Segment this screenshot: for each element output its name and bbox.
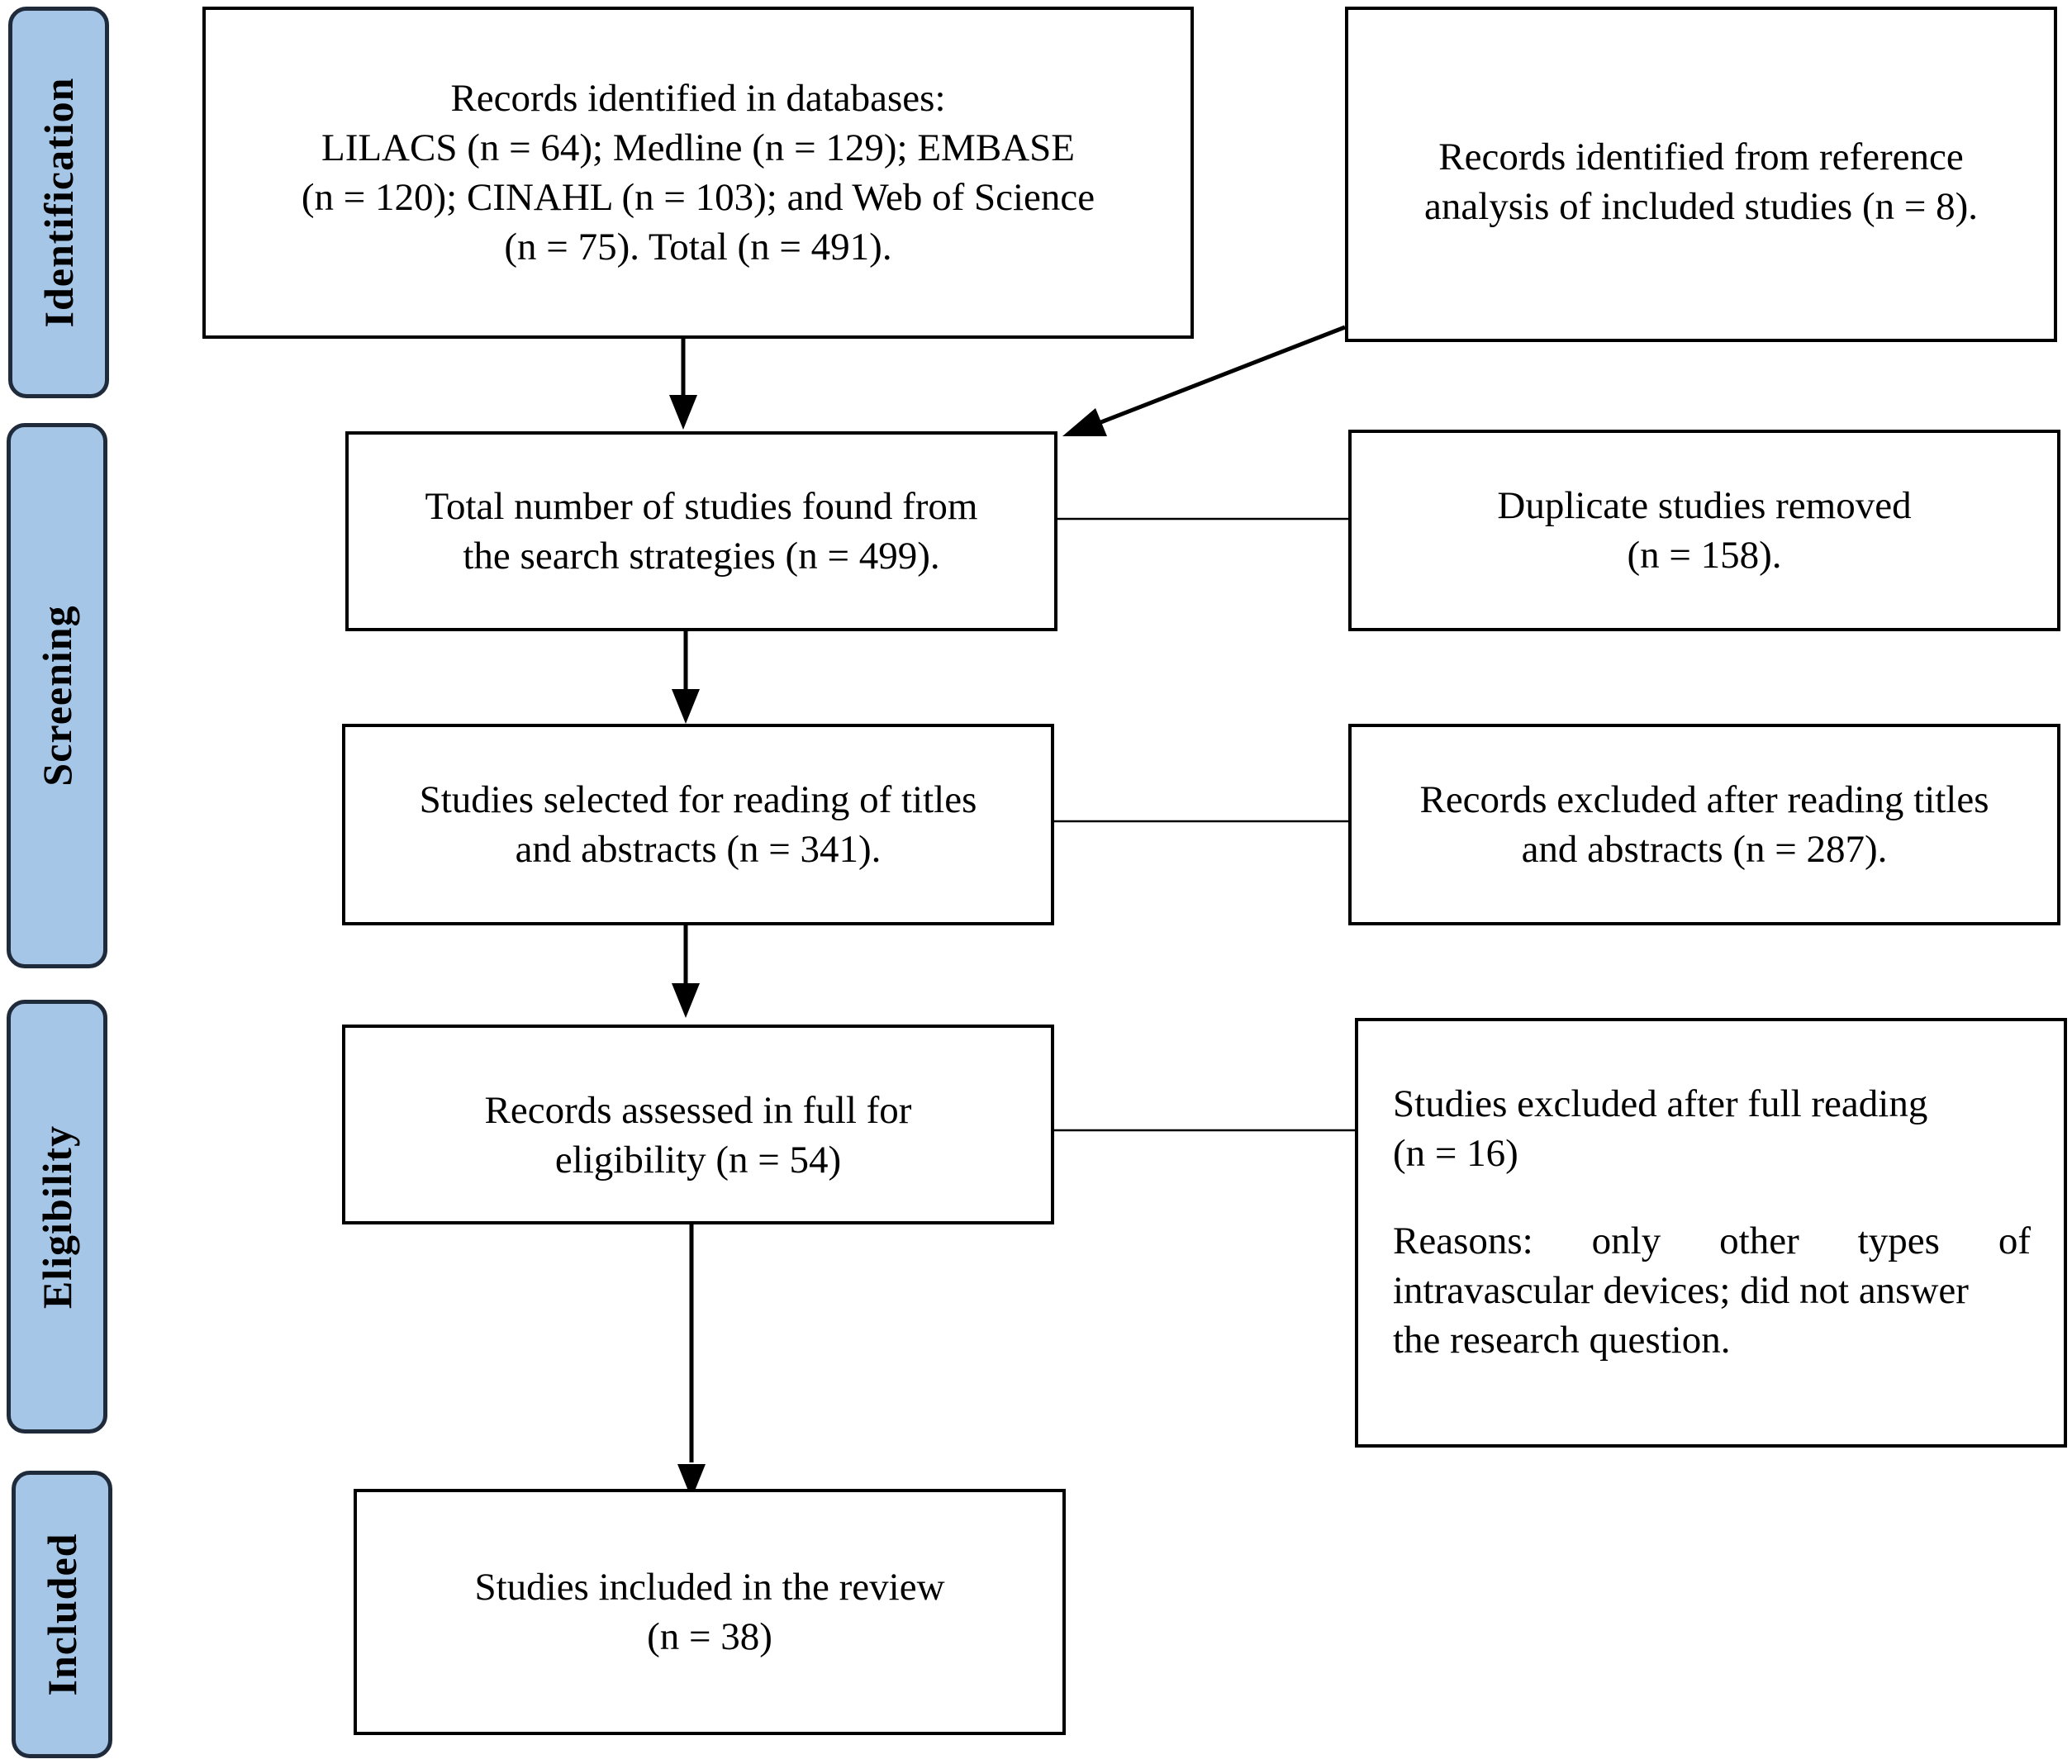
assessed-line-2: eligibility (n = 54) — [554, 1139, 842, 1182]
databases-line-1: Records identified in databases: — [450, 77, 946, 120]
phase-screening: Screening — [7, 423, 107, 968]
excluded-titles-line-1: Records excluded after reading titles — [1419, 778, 1989, 821]
arrowhead-selected-to-assessed — [672, 983, 700, 1018]
reference-line-2: analysis of included studies (n = 8). — [1423, 185, 1979, 228]
duplicates-line-2: (n = 158). — [1627, 534, 1782, 577]
excluded-full-spacer — [1393, 1178, 2031, 1216]
excluded-full-reasons-line-3: the research question. — [1393, 1319, 1731, 1362]
assessed-line-1: Records assessed in full for — [484, 1089, 912, 1132]
databases-line-4: (n = 75). Total (n = 491). — [504, 226, 892, 269]
total-line-2: the search strategies (n = 499). — [463, 535, 940, 578]
box-records-excluded-titles: Records excluded after reading titles an… — [1348, 724, 2060, 925]
phase-eligibility: Eligibility — [7, 1000, 107, 1434]
phase-identification: Identification — [8, 7, 109, 398]
box-total-studies-found: Total number of studies found from the s… — [345, 431, 1057, 631]
excluded-titles-line-2: and abstracts (n = 287). — [1521, 828, 1888, 871]
included-line-2: (n = 38) — [647, 1615, 772, 1658]
box-studies-selected-titles: Studies selected for reading of titles a… — [342, 724, 1054, 925]
excluded-full-line-1: Studies excluded after full reading — [1393, 1082, 1928, 1125]
box-studies-excluded-full: Studies excluded after full reading (n =… — [1355, 1018, 2067, 1448]
selected-line-2: and abstracts (n = 341). — [515, 828, 882, 871]
excluded-full-reasons-line-2: intravascular devices; did not answer — [1393, 1269, 1969, 1312]
databases-line-2: LILACS (n = 64); Medline (n = 129); EMBA… — [321, 126, 1075, 169]
excluded-full-reasons-line-1: Reasons: only other types of — [1393, 1220, 2031, 1262]
box-records-identified-databases: Records identified in databases: LILACS … — [202, 7, 1194, 339]
duplicates-line-1: Duplicate studies removed — [1497, 484, 1912, 527]
box-studies-included-review: Studies included in the review (n = 38) — [354, 1489, 1066, 1735]
box-records-reference-analysis: Records identified from reference analys… — [1345, 7, 2057, 342]
arrowhead-total-to-selected — [672, 689, 700, 724]
arrowhead-assessed-to-included — [677, 1464, 706, 1499]
included-line-1: Studies included in the review — [474, 1566, 945, 1609]
databases-line-3: (n = 120); CINAHL (n = 103); and Web of … — [301, 176, 1095, 219]
box-records-assessed-full: Records assessed in full for eligibility… — [342, 1025, 1054, 1224]
arrow-reference-to-total — [1098, 325, 1346, 426]
selected-line-1: Studies selected for reading of titles — [419, 778, 977, 821]
total-line-1: Total number of studies found from — [425, 485, 978, 528]
arrowhead-databases-to-total — [669, 395, 697, 430]
arrowhead-reference-to-total — [1062, 408, 1107, 436]
phase-included: Included — [12, 1471, 112, 1758]
excluded-full-line-2: (n = 16) — [1393, 1132, 1518, 1175]
box-duplicates-removed: Duplicate studies removed (n = 158). — [1348, 430, 2060, 631]
reference-line-1: Records identified from reference — [1438, 136, 1964, 178]
